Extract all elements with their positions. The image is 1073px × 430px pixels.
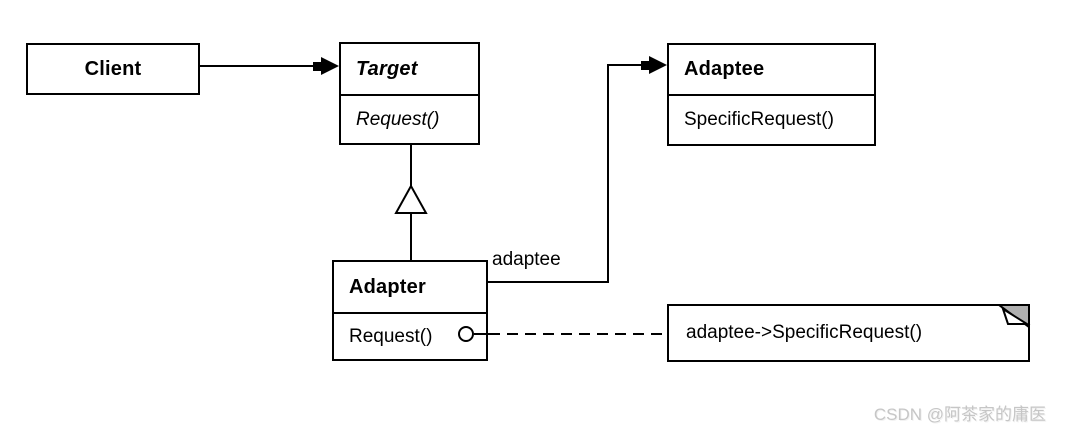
client-target-arrow [200, 57, 339, 75]
adaptee-role-label: adaptee [492, 249, 561, 270]
adaptee-method-label: SpecificRequest() [669, 94, 874, 144]
client-class-name: Client [84, 57, 142, 80]
code-note-text: adaptee->SpecificRequest() [686, 322, 923, 343]
code-note: adaptee->SpecificRequest() [667, 304, 1030, 362]
dependency-dashed-line [458, 326, 666, 342]
target-class-box: Target Request() [339, 42, 480, 145]
watermark-text: CSDN @阿茶家的庸医 [873, 405, 1046, 424]
target-class-name: Target [356, 57, 418, 80]
inheritance-connector [394, 145, 428, 260]
adapter-class-box: Adapter Request() [332, 260, 488, 361]
adapter-method-label: Request() [334, 312, 486, 359]
inheritance-triangle-icon [394, 183, 428, 214]
target-method-label: Request() [341, 94, 478, 143]
adaptee-class-box: Adaptee SpecificRequest() [667, 43, 876, 146]
adapter-class-name: Adapter [349, 275, 426, 298]
solid-arrowhead-icon [313, 57, 339, 75]
solid-arrowhead-icon [641, 56, 667, 74]
client-class-box: Client [26, 43, 200, 95]
adaptee-class-name: Adaptee [684, 58, 765, 80]
